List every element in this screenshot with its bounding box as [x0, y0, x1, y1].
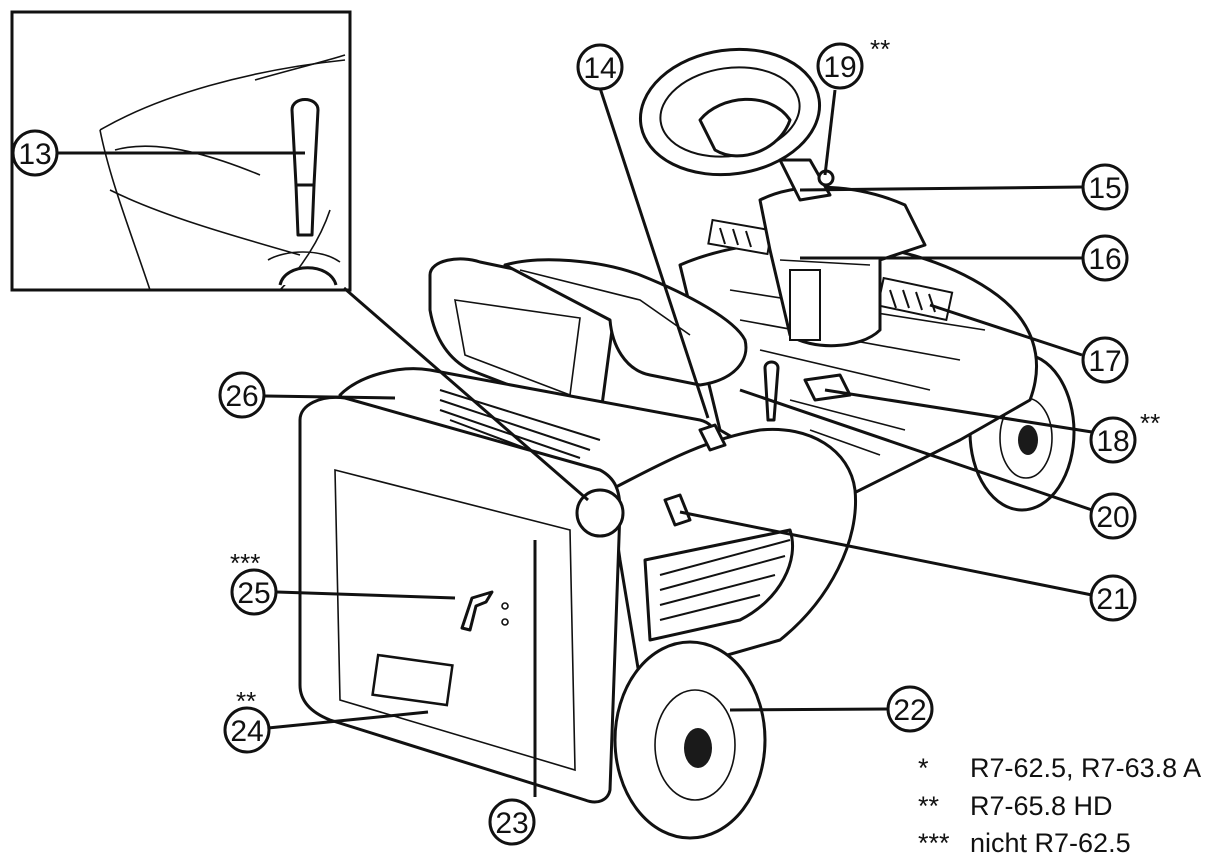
callout-18-mark: ** [1140, 408, 1160, 438]
callout-23-label: 23 [495, 807, 528, 840]
callout-24: 24 ** [223, 686, 271, 754]
callout-19: 19 ** [816, 34, 890, 90]
legend-text-2: R7-65.8 HD [970, 791, 1113, 821]
callout-24-label: 24 [230, 715, 263, 748]
callout-25-mark: *** [230, 548, 260, 578]
callout-22-label: 22 [893, 694, 926, 727]
callout-16-label: 16 [1088, 243, 1121, 276]
callout-18-label: 18 [1096, 425, 1129, 458]
callout-14-label: 14 [583, 52, 616, 85]
callout-14: 14 [576, 43, 624, 91]
legend: * R7-62.5, R7-63.8 A ** R7-65.8 HD *** n… [918, 753, 1201, 856]
legend-text-1: R7-62.5, R7-63.8 A [970, 753, 1201, 783]
callout-26: 26 [218, 371, 266, 419]
callout-16: 16 [1081, 234, 1129, 282]
callout-17: 17 [1081, 336, 1129, 384]
callout-17-label: 17 [1088, 345, 1121, 378]
callout-23: 23 [488, 798, 536, 846]
callout-13: 13 [11, 129, 59, 177]
inset-detail [10, 10, 352, 292]
callout-22: 22 [886, 685, 934, 733]
callout-25-label: 25 [237, 577, 270, 610]
callout-15-label: 15 [1088, 172, 1121, 205]
callout-25: 25 *** [230, 548, 278, 616]
callout-20: 20 [1089, 492, 1137, 540]
callout-19-mark: ** [870, 34, 890, 64]
legend-marker-1: * [918, 753, 929, 783]
legend-text-3: nicht R7-62.5 [970, 828, 1131, 856]
callout-18: 18 ** [1089, 408, 1160, 464]
mower-body [298, 47, 1076, 840]
callout-13-label: 13 [18, 138, 51, 171]
callout-15: 15 [1081, 163, 1129, 211]
legend-marker-2: ** [918, 791, 940, 821]
legend-marker-3: *** [918, 828, 950, 856]
callout-24-mark: ** [236, 686, 256, 716]
callout-19-label: 19 [823, 51, 856, 84]
leader-lines [56, 87, 1093, 797]
callout-26-label: 26 [225, 380, 258, 413]
callout-21: 21 [1089, 574, 1137, 622]
callout-21-label: 21 [1096, 583, 1129, 616]
callout-20-label: 20 [1096, 501, 1129, 534]
